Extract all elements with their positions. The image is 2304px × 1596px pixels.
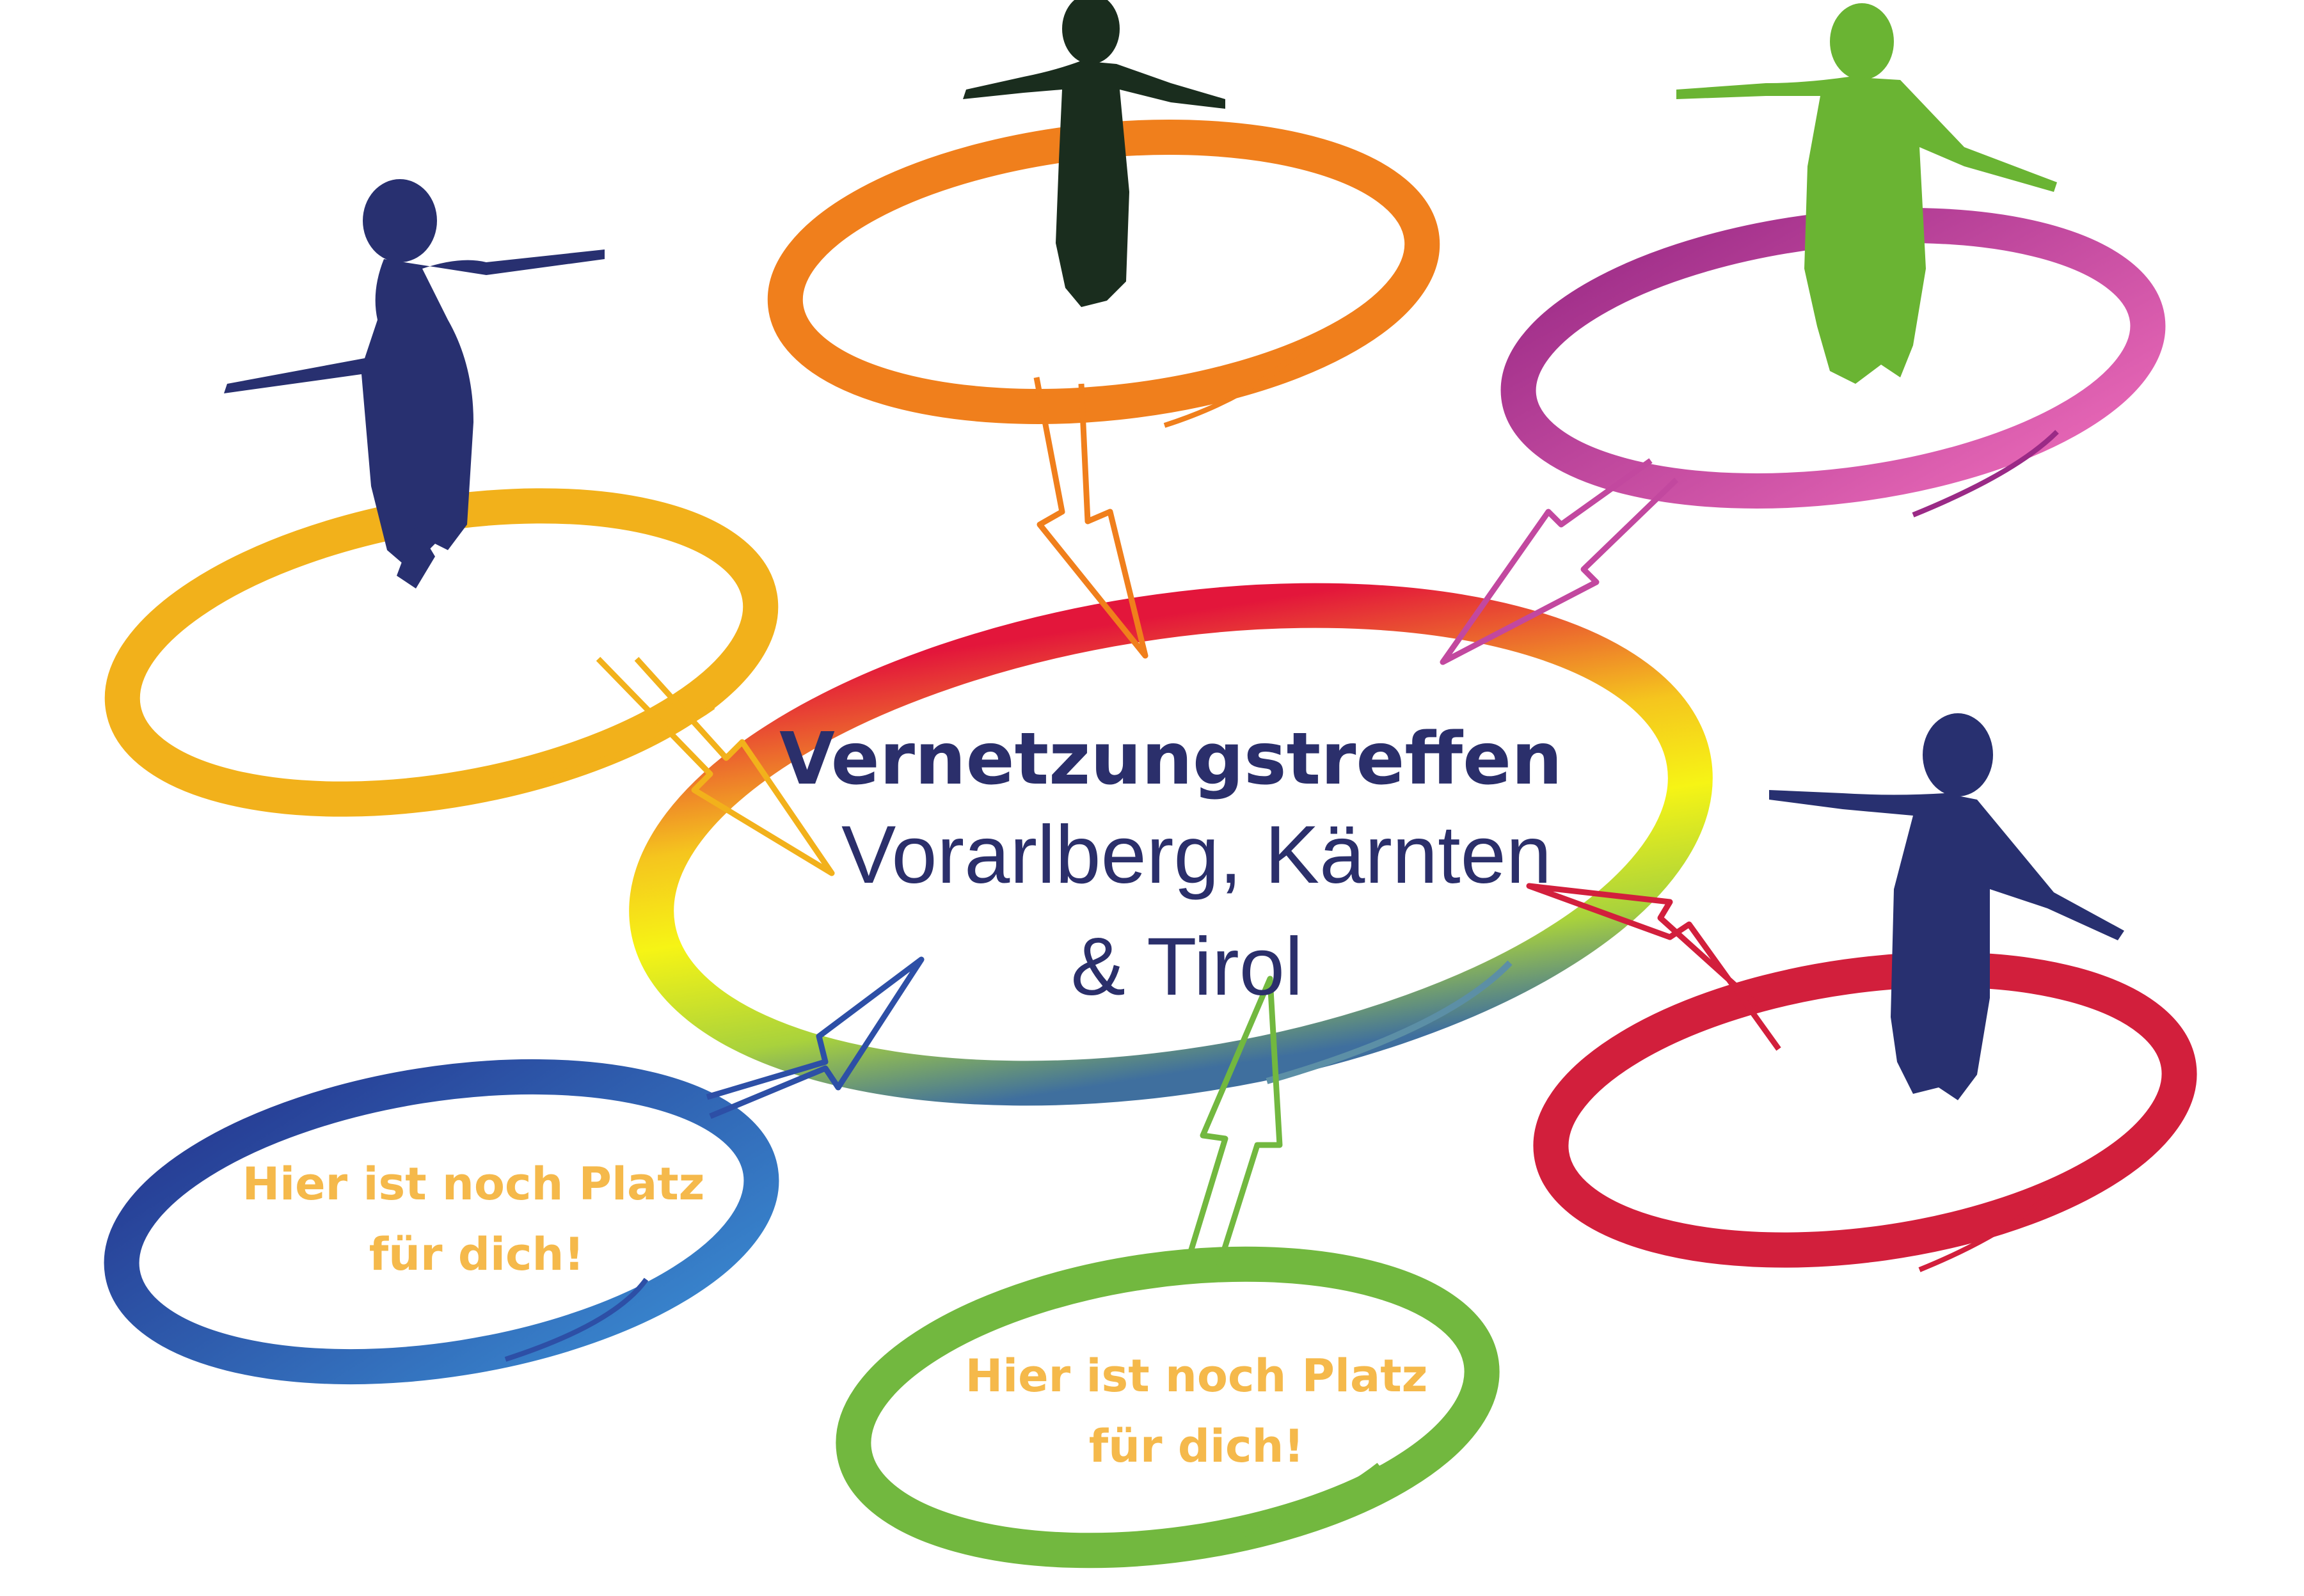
person-silhouette-icon <box>1769 713 2124 1100</box>
ring-green <box>836 1246 1500 1568</box>
center-subtitle-line1: Vorarlberg, Kärnten <box>841 809 1552 901</box>
placeholder-line1: Hier ist noch Platz <box>965 1350 1428 1402</box>
center-subtitle-line2: & Tirol <box>1071 921 1303 1013</box>
person-silhouette-icon <box>1676 3 2057 384</box>
ring-blue <box>104 1059 779 1385</box>
placeholder-line2: für dich! <box>369 1228 585 1281</box>
placeholder-blue: Hier ist noch Platz für dich! <box>242 1158 705 1281</box>
placeholder-line2: für dich! <box>1089 1420 1305 1473</box>
person-silhouette-icon <box>224 179 605 589</box>
center-title: Vernetzungstreffen <box>779 718 1562 801</box>
placeholder-green: Hier ist noch Platz für dich! <box>965 1350 1428 1473</box>
arrow-icon <box>596 377 1781 1268</box>
person-silhouette-icon <box>963 0 1225 307</box>
center-label: Vernetzungstreffen Vorarlberg, Kärnten &… <box>779 718 1562 1013</box>
placeholder-line1: Hier ist noch Platz <box>242 1158 705 1210</box>
ring-red <box>1533 952 2197 1272</box>
